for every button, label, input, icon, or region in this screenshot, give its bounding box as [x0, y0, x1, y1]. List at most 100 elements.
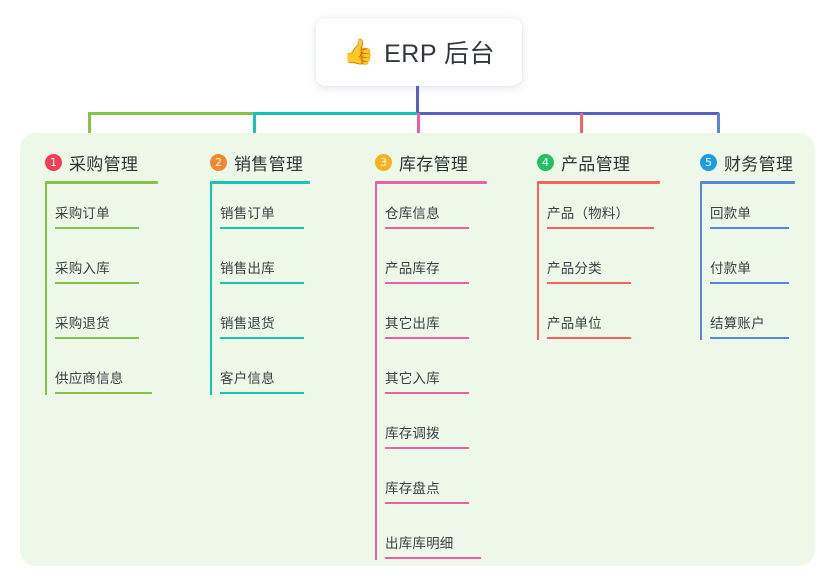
module-item-label: 销售订单 — [220, 206, 275, 221]
connector-bus-segment — [253, 112, 418, 115]
module-item-label: 采购退货 — [55, 316, 110, 331]
root-node-label: ERP 后台 — [384, 40, 496, 68]
connector-bus-segment — [417, 112, 719, 115]
module-item-rule — [55, 282, 139, 284]
connector-bus-segment — [88, 112, 254, 115]
module-item-label: 其它出库 — [385, 316, 440, 331]
module-header-rule — [45, 181, 158, 184]
module-item-label: 其它入库 — [385, 371, 440, 386]
module-title: 产品管理 — [561, 155, 631, 174]
module-item-rule — [220, 282, 304, 284]
module-spine — [210, 183, 212, 395]
module-item-rule — [710, 227, 789, 229]
module-title: 财务管理 — [724, 155, 794, 174]
module-item-rule — [385, 392, 469, 394]
module-item[interactable]: 其它入库 — [385, 370, 469, 394]
modules-panel — [20, 133, 815, 566]
module-item[interactable]: 销售出库 — [220, 260, 304, 284]
module-badge-2: 2 — [210, 154, 227, 171]
module-header-1[interactable]: 1 采购管理 — [45, 150, 138, 175]
module-item-label: 出库库明细 — [385, 536, 454, 551]
module-spine — [45, 183, 47, 395]
module-item[interactable]: 采购入库 — [55, 260, 139, 284]
module-item-label: 供应商信息 — [55, 371, 124, 386]
module-item-rule — [55, 337, 139, 339]
module-item[interactable]: 产品单位 — [547, 315, 631, 339]
module-header-rule — [537, 181, 660, 184]
module-header-rule — [700, 181, 795, 184]
module-column-4: 4 产品管理产品（物料） 产品分类产品单位 — [537, 150, 687, 550]
module-item-rule — [385, 447, 469, 449]
module-title: 销售管理 — [234, 155, 304, 174]
module-item-label: 库存调拨 — [385, 426, 440, 441]
module-item[interactable]: 结算账户 — [710, 315, 789, 339]
module-item-rule — [547, 337, 631, 339]
module-item[interactable]: 仓库信息 — [385, 205, 469, 229]
module-column-2: 2 销售管理销售订单销售出库销售退货客户信息 — [210, 150, 360, 550]
module-item-rule — [385, 282, 469, 284]
module-item-rule — [710, 282, 789, 284]
module-item[interactable]: 采购退货 — [55, 315, 139, 339]
module-item-label: 产品单位 — [547, 316, 602, 331]
module-header-2[interactable]: 2 销售管理 — [210, 150, 303, 175]
module-item-label: 回款单 — [710, 206, 752, 221]
root-node-erp-backend[interactable]: 👍 ERP 后台 — [316, 18, 522, 86]
module-header-rule — [210, 181, 310, 184]
module-item-label: 采购入库 — [55, 261, 110, 276]
module-column-1: 1 采购管理采购订单采购入库采购退货供应商信息 — [45, 150, 195, 550]
module-spine — [375, 183, 377, 560]
module-item-rule — [547, 227, 654, 229]
module-badge-3: 3 — [375, 154, 392, 171]
module-column-5: 5 财务管理回款单付款单结算账户 — [700, 150, 839, 550]
module-header-4[interactable]: 4 产品管理 — [537, 150, 630, 175]
module-item-label: 销售出库 — [220, 261, 275, 276]
module-item[interactable]: 销售退货 — [220, 315, 304, 339]
module-header-5[interactable]: 5 财务管理 — [700, 150, 793, 175]
module-item-rule — [385, 227, 469, 229]
module-item-label: 产品分类 — [547, 261, 602, 276]
connector-root-stem — [416, 86, 419, 114]
module-item[interactable]: 付款单 — [710, 260, 789, 284]
module-item-rule — [220, 227, 304, 229]
module-item-label: 仓库信息 — [385, 206, 440, 221]
module-item-label: 结算账户 — [710, 316, 765, 331]
module-badge-1: 1 — [45, 154, 62, 171]
module-item[interactable]: 出库库明细 — [385, 535, 481, 559]
module-item[interactable]: 供应商信息 — [55, 370, 152, 394]
module-spine — [700, 183, 702, 340]
module-item[interactable]: 其它出库 — [385, 315, 469, 339]
module-item-rule — [710, 337, 789, 339]
thumbs-up-icon: 👍 — [342, 37, 375, 66]
module-title: 采购管理 — [69, 155, 139, 174]
module-item[interactable]: 产品分类 — [547, 260, 631, 284]
module-item[interactable]: 采购订单 — [55, 205, 139, 229]
module-badge-4: 4 — [537, 154, 554, 171]
module-item-rule — [385, 337, 469, 339]
module-item[interactable]: 产品（物料） — [547, 205, 654, 229]
module-item[interactable]: 产品库存 — [385, 260, 469, 284]
module-spine — [537, 183, 539, 340]
module-item[interactable]: 销售订单 — [220, 205, 304, 229]
module-item[interactable]: 客户信息 — [220, 370, 304, 394]
module-header-rule — [375, 181, 487, 184]
module-item-label: 付款单 — [710, 261, 752, 276]
module-item[interactable]: 回款单 — [710, 205, 789, 229]
module-item-rule — [547, 282, 631, 284]
module-item-rule — [55, 392, 152, 394]
module-badge-5: 5 — [700, 154, 717, 171]
root-node-content: 👍 ERP 后台 — [343, 34, 495, 70]
module-item-label: 产品（物料） — [547, 206, 630, 221]
module-item-label: 采购订单 — [55, 206, 110, 221]
module-item-rule — [385, 557, 481, 559]
module-item[interactable]: 库存调拨 — [385, 425, 469, 449]
module-item-label: 销售退货 — [220, 316, 275, 331]
module-item-label: 客户信息 — [220, 371, 275, 386]
module-item-rule — [55, 227, 139, 229]
module-item-label: 产品库存 — [385, 261, 440, 276]
module-item-label: 库存盘点 — [385, 481, 440, 496]
module-item-rule — [220, 337, 304, 339]
module-item[interactable]: 库存盘点 — [385, 480, 469, 504]
